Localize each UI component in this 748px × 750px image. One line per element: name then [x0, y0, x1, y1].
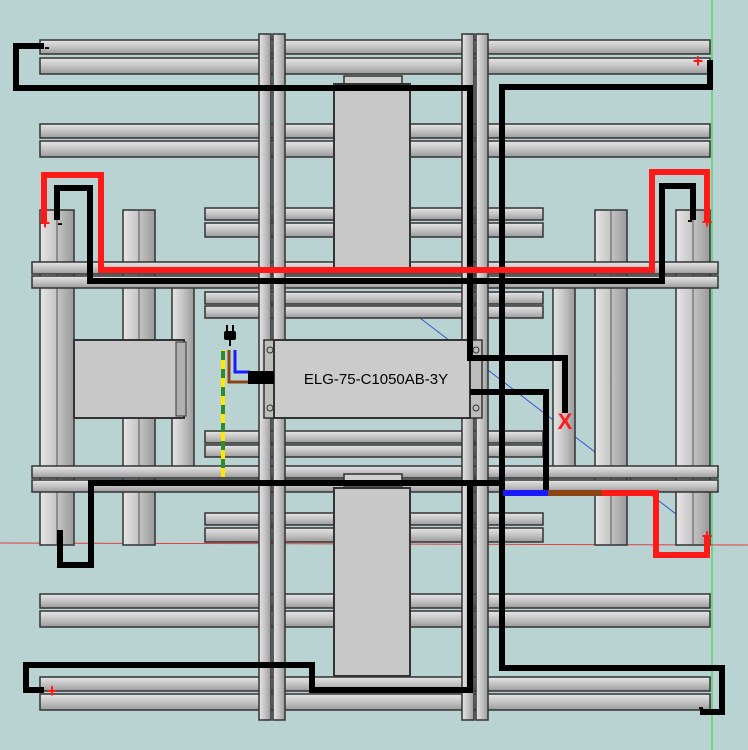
minus-marker: - [44, 39, 49, 56]
led-module-top [333, 75, 411, 269]
ac-input-wires [221, 350, 274, 477]
plus-marker: + [702, 212, 713, 232]
plus-marker: + [40, 213, 51, 233]
plug-icon [224, 325, 236, 346]
minus-marker: - [58, 528, 63, 545]
driver-box [263, 339, 483, 419]
positive-wires [41, 169, 710, 558]
led-module-bottom [333, 473, 411, 677]
plus-marker: + [693, 51, 704, 71]
negative-wires [13, 43, 725, 715]
junction-box [73, 339, 187, 419]
minus-marker: - [698, 699, 703, 716]
cut-x-icon: X [558, 409, 573, 434]
plus-marker: + [47, 681, 58, 701]
polarity-markers: - + + - - + - + + - [40, 39, 713, 716]
minus-marker: - [57, 215, 62, 232]
driver-model-label: ELG-75-C1050AB-3Y [304, 371, 448, 388]
plus-marker: + [702, 526, 713, 546]
minus-marker: - [687, 212, 692, 229]
